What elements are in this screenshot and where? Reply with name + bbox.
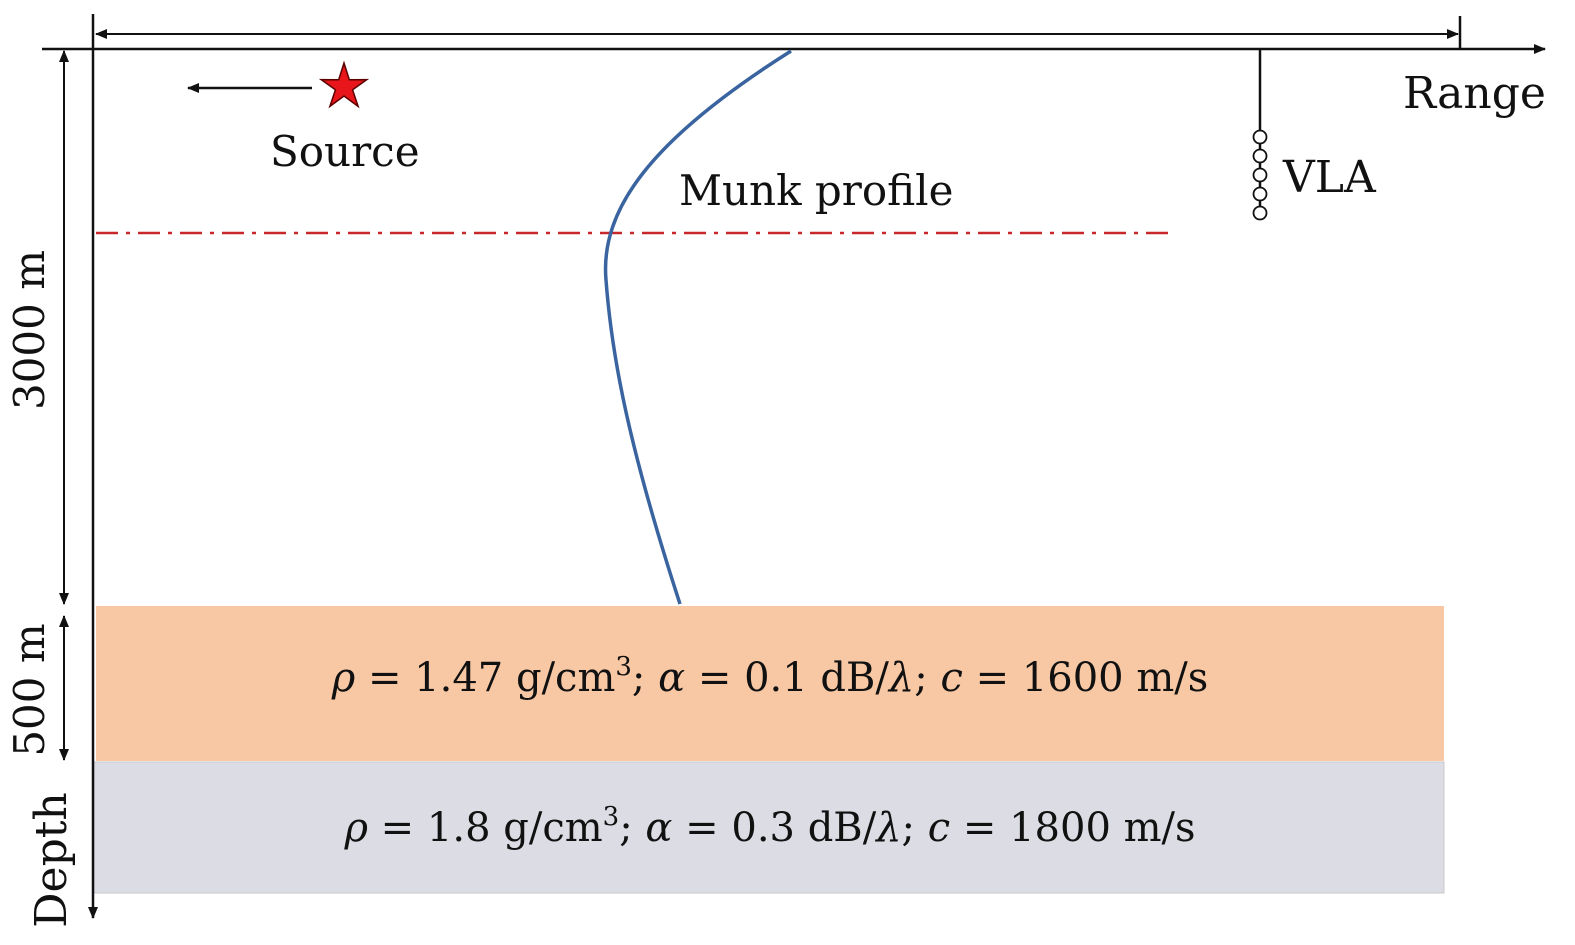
munk-profile-curve [603, 49, 792, 605]
basement-layer [93, 761, 1445, 894]
water-depth-label: 3000 m [5, 250, 54, 410]
rho-exponent: 3 [615, 652, 632, 682]
rho-value: = 1.47 g/cm [368, 655, 615, 701]
alpha-value: = 0.3 dB/ [685, 805, 877, 851]
hydrophone-array-icon [1252, 50, 1268, 221]
rho-symbol: ρ [343, 805, 368, 851]
c-value: = 1600 m/s [976, 655, 1209, 701]
rho-symbol: ρ [331, 655, 356, 701]
lambda-symbol: λ [887, 655, 914, 701]
alpha-symbol: α [645, 805, 672, 851]
basement-parameters: ρ = 1.8 g/cm3; α = 0.3 dB/λ; c = 1800 m/… [343, 802, 1195, 851]
range-label: Range [1403, 68, 1546, 119]
c-symbol: c [928, 805, 950, 851]
c-symbol: c [940, 655, 962, 701]
rho-exponent: 3 [603, 802, 620, 832]
munk-profile-label: Munk profile [679, 166, 953, 215]
sediment-parameters: ρ = 1.47 g/cm3; α = 0.1 dB/λ; c = 1600 m… [331, 652, 1209, 701]
source-label: Source [270, 127, 420, 176]
alpha-value: = 0.1 dB/ [698, 655, 890, 701]
sediment-thickness-label: 500 m [5, 623, 54, 756]
lambda-symbol: λ [874, 805, 901, 851]
sediment-layer [96, 606, 1444, 761]
depth-label: Depth [26, 792, 77, 928]
star-icon [318, 60, 370, 109]
c-value: = 1800 m/s [963, 805, 1196, 851]
vla-label: VLA [1282, 152, 1377, 203]
alpha-symbol: α [658, 655, 685, 701]
rho-value: = 1.8 g/cm [381, 805, 603, 851]
